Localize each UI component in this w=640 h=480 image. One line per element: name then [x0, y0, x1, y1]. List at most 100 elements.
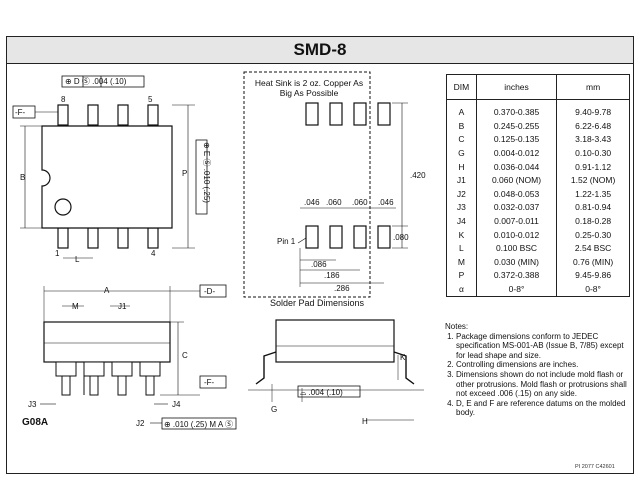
pad-top-1: [305, 102, 319, 126]
notes-list: Package dimensions conform to JEDEC spec…: [445, 332, 635, 418]
top-view-text: ⊕ D Ⓢ .004 (.10) -F- 8 5 1 4 B P L ⊕ E Ⓢ…: [15, 77, 211, 264]
solder-pad-text: .046 .060 .060 .046 .420 .080 .086 .186 …: [277, 171, 426, 293]
notes-block: Notes: Package dimensions conform to JED…: [445, 322, 635, 418]
dim-label-b: B: [20, 173, 25, 182]
pad-dim-080: .080: [393, 233, 409, 242]
dim-label-j1: J1: [118, 302, 127, 311]
solder-pad-view: [243, 71, 408, 298]
heat-sink-note: Heat Sink is 2 oz. Copper As Big As Poss…: [254, 78, 364, 98]
j2-tolerance-frame: [161, 417, 237, 430]
lead-pin-5: [147, 104, 159, 126]
dim-label-p: P: [182, 169, 187, 178]
pad-dim-186: .186: [324, 271, 340, 280]
pad-top-4: [377, 102, 391, 126]
drawing-title: SMD-8: [293, 40, 347, 59]
dim-label-j3: J3: [28, 400, 37, 409]
pad-bottom-4: [377, 225, 391, 249]
pin1-label: Pin 1: [277, 237, 296, 246]
pin-number-5: 5: [148, 95, 153, 104]
dim-label-j2: J2: [136, 419, 145, 428]
dim-label-g: G: [271, 405, 277, 414]
top-view: [12, 75, 208, 259]
package-code: G08A: [22, 417, 49, 428]
lead-pin-7: [87, 104, 99, 126]
solder-pad-title: Solder Pad Dimensions: [270, 298, 365, 308]
table-header-dim: DIM: [446, 74, 477, 100]
pad-dim-086: .086: [311, 260, 327, 269]
pad-dim-286: .286: [334, 284, 350, 293]
end-tolerance-frame: [297, 385, 361, 398]
pin-number-8: 8: [61, 95, 66, 104]
note-item: D, E and F are reference datums on the m…: [456, 399, 635, 418]
dim-label-a: A: [104, 286, 110, 295]
pad-dim-046-left: .046: [304, 198, 320, 207]
dim-label-h: H: [362, 417, 368, 426]
datum-d-label: -D-: [204, 287, 215, 296]
table-header-mm: mm: [556, 74, 630, 100]
tolerance-top-text: ⊕ D Ⓢ .004 (.10): [65, 77, 127, 86]
lead-pin-4: [147, 227, 159, 249]
pad-bottom-2: [329, 225, 343, 249]
j2-tolerance-text: ⊕ .010 (.25) M A Ⓢ: [164, 420, 233, 429]
datum-f-side-label: -F-: [204, 378, 215, 387]
pad-bottom-1: [305, 225, 319, 249]
pin1-mark-icon: [54, 198, 72, 216]
lead-pin-2: [87, 227, 99, 249]
heat-sink-outline: [243, 71, 371, 298]
note-item: Controlling dimensions are inches.: [456, 360, 635, 370]
side-view-text: A M J1 C J3 J4 J2 -D- -F- ⊕ .010 (.25) M…: [28, 286, 233, 429]
pad-top-3: [353, 102, 367, 126]
end-view-text: K G H ⌓ .004 (.10): [271, 353, 406, 426]
datum-e-frame: [195, 139, 208, 215]
side-body: [43, 321, 171, 363]
dim-label-c: C: [182, 351, 188, 360]
package-body: [41, 125, 173, 229]
note-item: Package dimensions conform to JEDEC spec…: [456, 332, 635, 361]
title-bar: SMD-8: [6, 36, 634, 64]
dim-label-k: K: [400, 353, 406, 362]
pad-dim-060-b: .060: [352, 198, 368, 207]
lead-pin-3: [117, 227, 129, 249]
end-body: [275, 319, 395, 363]
pad-dim-060-a: .060: [326, 198, 342, 207]
lead-pin-6: [117, 104, 129, 126]
end-tolerance-text: ⌓ .004 (.10): [300, 388, 343, 397]
datum-f-side-frame: [199, 375, 227, 389]
pin-number-1: 1: [55, 249, 60, 258]
table-header-row: DIM inches mm: [446, 74, 630, 100]
dim-label-m: M: [72, 302, 79, 311]
datum-f-label: -F-: [15, 108, 26, 117]
side-view: [40, 284, 237, 430]
lead-pin-8: [57, 104, 69, 126]
datum-d-frame: [199, 284, 227, 298]
part-number: PI 2077 C42601: [575, 464, 615, 470]
tolerance-frame-top: [61, 75, 145, 88]
table-header-inches: inches: [476, 74, 558, 100]
pad-bottom-3: [353, 225, 367, 249]
dim-label-j4: J4: [172, 400, 181, 409]
pad-top-2: [329, 102, 343, 126]
datum-e-text: ⊕ E Ⓢ .010 (.25): [202, 142, 211, 203]
pin-number-4: 4: [151, 249, 156, 258]
pad-dim-420: .420: [410, 171, 426, 180]
note-item: Dimensions shown do not include mold fla…: [456, 370, 635, 399]
lead-pin-1: [57, 227, 69, 249]
dim-label-l: L: [75, 255, 80, 264]
